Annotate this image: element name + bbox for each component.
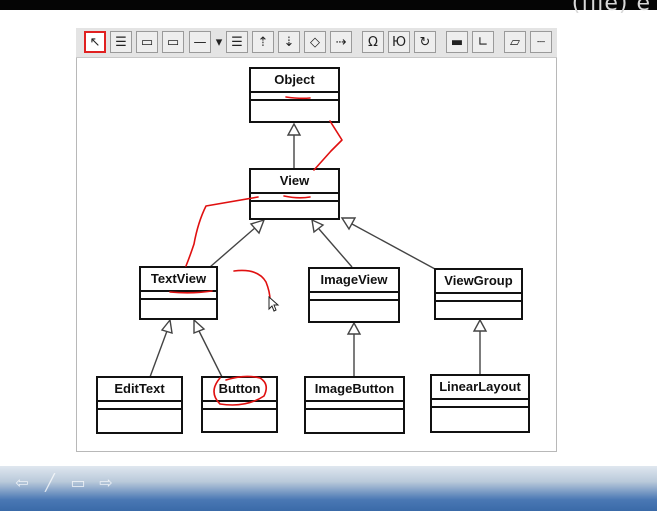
diamond-icon: ◇ [310, 34, 320, 50]
class-name: EditText [98, 378, 181, 402]
mouse-cursor-icon [268, 295, 280, 312]
tool-generalization[interactable]: ⇡ [252, 31, 274, 53]
tool-note[interactable]: ▱ [504, 31, 526, 53]
class-textview[interactable]: TextView [139, 266, 218, 320]
class-attributes [141, 292, 216, 300]
nav-slide-button[interactable]: ▭ [66, 471, 90, 493]
tool-line[interactable]: — [189, 31, 211, 53]
tool-omega[interactable]: Ω [362, 31, 384, 53]
realization-arrow-icon: ⇣ [283, 34, 295, 50]
dashed-line-icon: ┈ [537, 34, 545, 50]
top-corner-text: (file) e [571, 0, 651, 16]
cycle-icon: ↻ [419, 34, 431, 50]
tool-package-plus[interactable]: ▭ [162, 31, 184, 53]
tool-corner[interactable]: ∟ [472, 31, 494, 53]
class-attributes [98, 402, 181, 410]
class-imagebutton[interactable]: ImageButton [304, 376, 405, 434]
interface-box-icon: ☰ [231, 34, 243, 50]
nav-back-button[interactable]: ⇦ [10, 471, 34, 493]
tool-cycle[interactable]: ↻ [414, 31, 436, 53]
class-viewgroup[interactable]: ViewGroup [434, 268, 523, 320]
omega-icon: Ω [368, 34, 378, 50]
class-attributes [432, 400, 528, 408]
class-name: View [251, 170, 338, 194]
package-icon: ▭ [140, 34, 154, 50]
line-icon: — [193, 34, 207, 50]
back-arrow-icon: ⇦ [15, 472, 29, 492]
class-view[interactable]: View [249, 168, 340, 220]
class-box-icon: ☰ [115, 34, 127, 50]
corner-icon: ∟ [477, 34, 489, 50]
diagram-toolbar: ↖ ☰ ▭ ▭ — ▾ ☰ ⇡ ⇣ ◇ ⇢ Ω Ю ↻ ▬ ∟ ▱ ┈ [76, 28, 557, 58]
package-plus-icon: ▭ [166, 34, 180, 50]
class-button[interactable]: Button [201, 376, 278, 433]
class-name: Button [203, 378, 276, 402]
tool-line-dropdown[interactable]: ▾ [213, 31, 225, 53]
line-dropdown-icon: ▾ [215, 34, 223, 50]
class-imageview[interactable]: ImageView [308, 267, 400, 323]
class-attributes [203, 402, 276, 410]
tool-rectangle[interactable]: ▬ [446, 31, 468, 53]
class-name: ImageView [310, 269, 398, 293]
class-name: TextView [141, 268, 216, 292]
class-linearlayout[interactable]: LinearLayout [430, 374, 530, 433]
tool-dependency[interactable]: ⇢ [330, 31, 352, 53]
nav-forward-button[interactable]: ⇨ [94, 471, 118, 493]
class-object[interactable]: Object [249, 67, 340, 123]
class-name: Object [251, 69, 338, 93]
tool-class[interactable]: ☰ [110, 31, 132, 53]
class-name: ViewGroup [436, 270, 521, 294]
slide-icon: ▭ [70, 472, 86, 492]
class-attributes [436, 294, 521, 302]
nav-pen-button[interactable]: ╱ [38, 471, 62, 493]
tool-select[interactable]: ↖ [84, 31, 106, 53]
top-black-bar: (file) e [0, 0, 657, 16]
tool-aggregation[interactable]: ◇ [304, 31, 326, 53]
class-attributes [310, 293, 398, 301]
dependency-arrow-icon: ⇢ [335, 34, 347, 50]
tool-realization[interactable]: ⇣ [278, 31, 300, 53]
forward-arrow-icon: ⇨ [99, 472, 113, 492]
class-name: ImageButton [306, 378, 403, 402]
pen-icon: ╱ [45, 472, 55, 492]
class-name: LinearLayout [432, 376, 528, 400]
class-attributes [306, 402, 403, 410]
arrow-cursor-icon: ↖ [89, 34, 101, 50]
tool-package[interactable]: ▭ [136, 31, 158, 53]
note-icon: ▱ [510, 34, 520, 50]
lollipop-icon: Ю [391, 34, 407, 50]
presentation-nav-bar [0, 466, 657, 511]
class-attributes [251, 93, 338, 101]
tool-dashed-line[interactable]: ┈ [530, 31, 552, 53]
class-edittext[interactable]: EditText [96, 376, 183, 434]
tool-lollipop[interactable]: Ю [388, 31, 410, 53]
tool-interface[interactable]: ☰ [226, 31, 248, 53]
rectangle-icon: ▬ [450, 34, 464, 50]
generalization-arrow-icon: ⇡ [257, 34, 269, 50]
class-attributes [251, 194, 338, 202]
